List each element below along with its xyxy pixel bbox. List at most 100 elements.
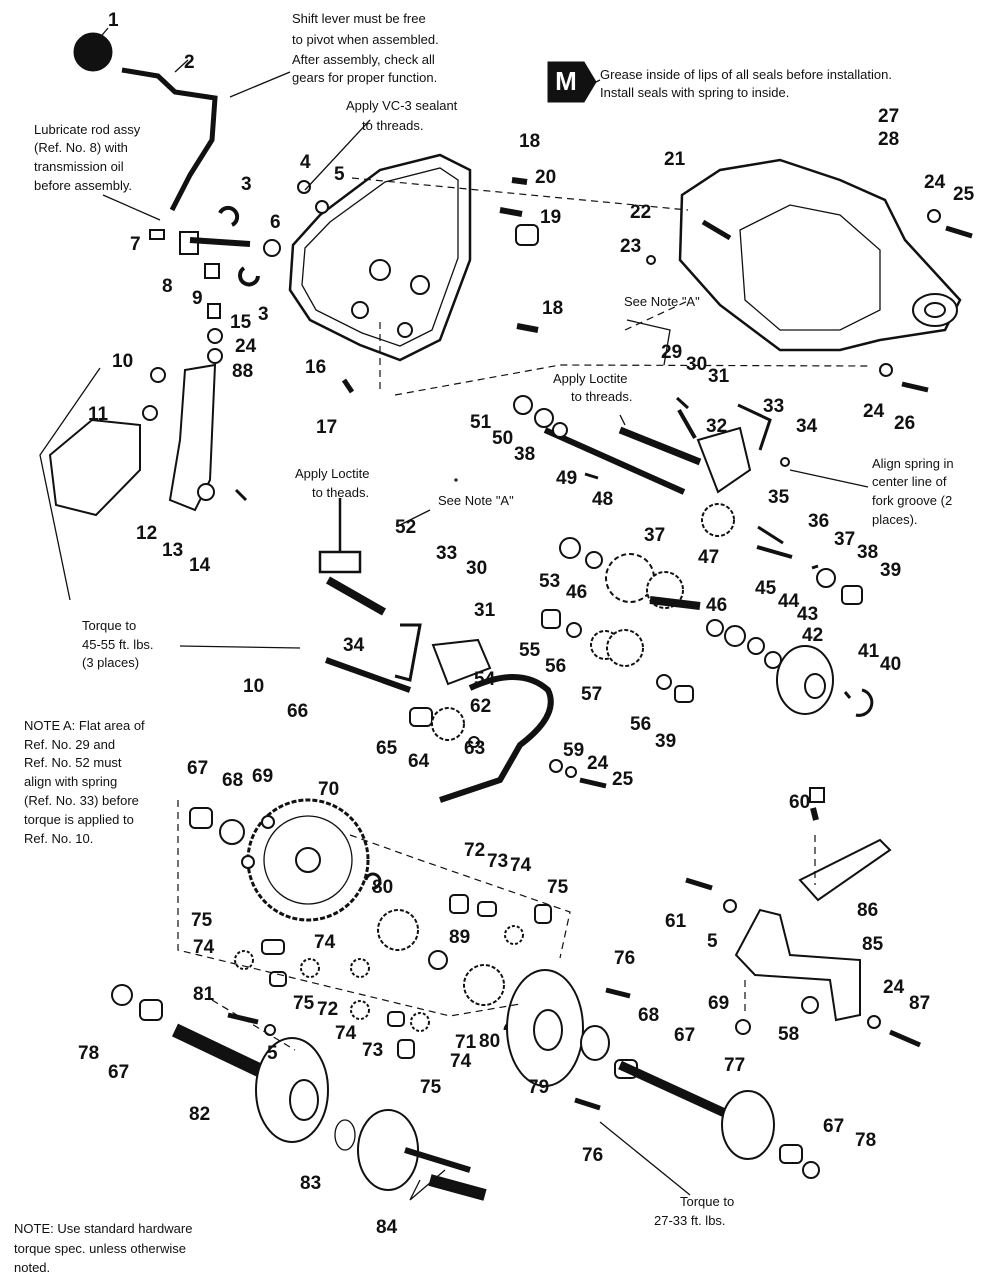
note-torque-45: Torque to 45-55 ft. lbs. (3 places)	[82, 618, 157, 670]
callout: 4	[300, 152, 311, 173]
callout: 75	[191, 910, 213, 931]
callout: 41	[858, 641, 880, 662]
shift-knob	[73, 32, 113, 72]
shift-lever	[121, 67, 218, 212]
callout: 84	[376, 1217, 398, 1238]
shift-rod-parts	[149, 205, 281, 364]
callout: 30	[686, 354, 707, 375]
gear-cluster-middle	[324, 478, 694, 803]
callout: 56	[545, 656, 566, 677]
callout: 27	[878, 106, 899, 127]
note-standard-hardware: NOTE: Use standard hardware torque spec.…	[14, 1221, 196, 1275]
part-callouts: 1 2 3 4 5 3 6 7 8 9 15 24 88 10 11 12 13…	[78, 10, 975, 1238]
callout: 24	[883, 977, 905, 998]
callout: 46	[706, 595, 727, 616]
callout: 16	[305, 357, 326, 378]
callout: 55	[519, 640, 541, 661]
mounting-brackets	[685, 787, 921, 1048]
callout: 60	[789, 792, 810, 813]
callout: 40	[880, 654, 901, 675]
grease-note-icon: M	[547, 61, 597, 103]
callout: 86	[857, 900, 878, 921]
callout: 79	[528, 1077, 549, 1098]
callout: 18	[519, 131, 540, 152]
callout: 25	[953, 184, 975, 205]
callout: 52	[395, 517, 416, 538]
callout: 19	[540, 207, 561, 228]
callout: 32	[706, 416, 727, 437]
callout: 38	[857, 542, 878, 563]
callout: 74	[450, 1051, 472, 1072]
callout: 61	[665, 911, 687, 932]
note-lubricate: Lubricate rod assy (Ref. No. 8) with tra…	[34, 122, 144, 193]
callout: 62	[470, 696, 491, 717]
callout: 74	[335, 1023, 357, 1044]
pins-and-small-parts	[297, 177, 973, 393]
callout: 13	[162, 540, 183, 561]
callout: 47	[698, 547, 719, 568]
note-grease: Grease inside of lips of all seals befor…	[600, 67, 896, 100]
shift-shafts	[513, 395, 790, 495]
callout: 44	[778, 591, 800, 612]
callout: 6	[270, 212, 281, 233]
callout: 83	[300, 1173, 321, 1194]
callout: 67	[674, 1025, 695, 1046]
callout: 36	[808, 511, 829, 532]
note-see-a-1: See Note "A"	[624, 294, 700, 309]
shift-bracket	[48, 363, 248, 517]
callout: 22	[630, 202, 651, 223]
callout: 49	[556, 468, 577, 489]
callout: 5	[267, 1043, 278, 1064]
callout: 33	[436, 543, 457, 564]
callout: 59	[563, 740, 584, 761]
callout: 68	[638, 1005, 659, 1026]
parts-artwork	[48, 32, 973, 1201]
callout: 81	[193, 984, 215, 1005]
callout: 63	[464, 738, 485, 759]
callout: 72	[464, 840, 485, 861]
callout: 88	[232, 361, 253, 382]
gear-cluster-upper	[559, 503, 874, 717]
callout: 39	[655, 731, 676, 752]
callout: 3	[258, 304, 269, 325]
callout: 64	[408, 751, 430, 772]
callout: 1	[108, 10, 119, 31]
callout: 35	[768, 487, 790, 508]
transmission-case-right	[678, 158, 962, 352]
grease-icon-letter: M	[555, 66, 577, 96]
callout: 11	[88, 404, 109, 425]
callout: 53	[539, 571, 560, 592]
callout: 74	[314, 932, 336, 953]
callout: 75	[547, 877, 569, 898]
callout: 76	[614, 948, 635, 969]
callout: 15	[230, 312, 252, 333]
callout: 89	[449, 927, 470, 948]
callout: 39	[880, 560, 901, 581]
callout: 58	[778, 1024, 799, 1045]
callout: 69	[708, 993, 729, 1014]
callout: 38	[514, 444, 535, 465]
callout: 71	[455, 1032, 477, 1053]
callout: 56	[630, 714, 651, 735]
note-see-a-2: See Note "A"	[438, 493, 514, 508]
callout: 65	[376, 738, 398, 759]
leader-lines	[39, 27, 869, 1201]
callout: 24	[587, 753, 609, 774]
callout: 37	[644, 525, 665, 546]
callout: 3	[241, 174, 252, 195]
callout: 7	[130, 234, 141, 255]
callout: 77	[724, 1055, 745, 1076]
callout: 28	[878, 129, 899, 150]
callout: 8	[162, 276, 173, 297]
callout: 68	[222, 770, 243, 791]
callout: 75	[420, 1077, 442, 1098]
callout: 87	[909, 993, 930, 1014]
callout: 75	[293, 993, 315, 1014]
callout: 54	[474, 669, 496, 690]
callout: 73	[487, 851, 508, 872]
callout: 57	[581, 684, 602, 705]
callout: 76	[582, 1145, 603, 1166]
callout: 82	[189, 1104, 210, 1125]
note-shift-lever: Shift lever must be free to pivot when a…	[292, 11, 442, 85]
